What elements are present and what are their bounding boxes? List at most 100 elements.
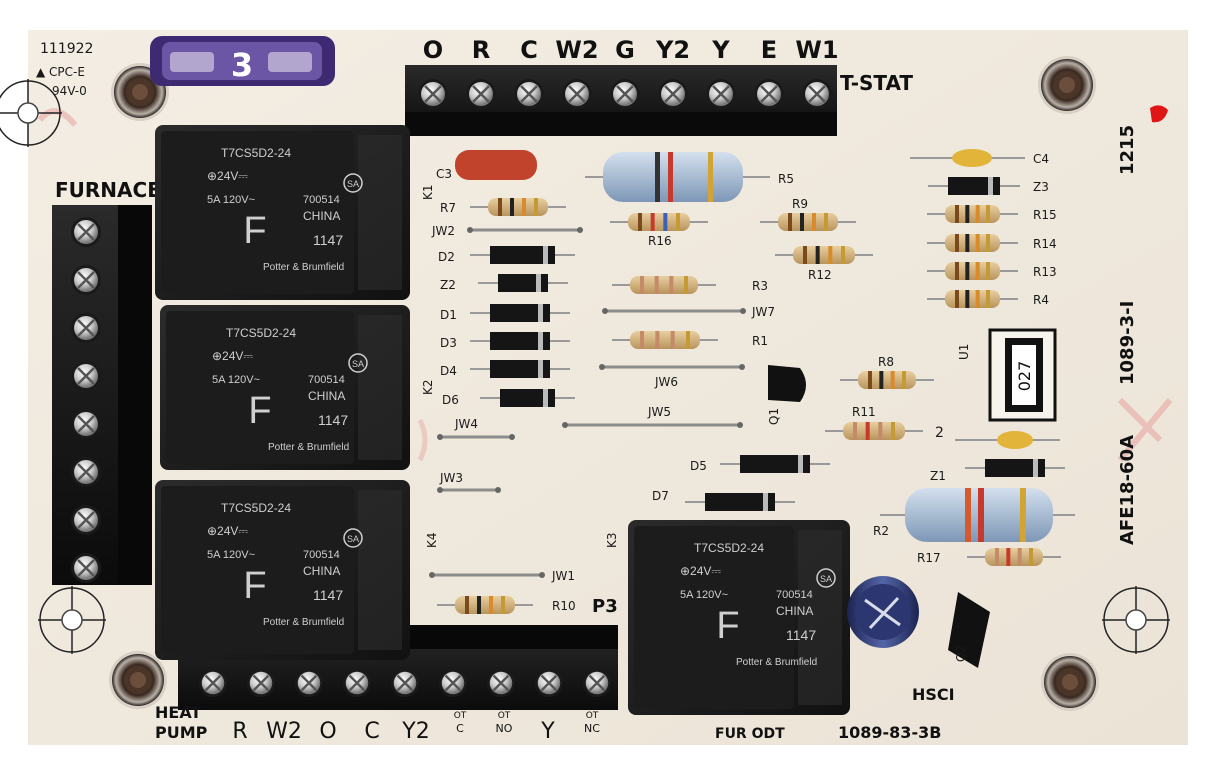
diode-d2: [470, 246, 575, 264]
heatpump-terminal-screw[interactable]: [246, 668, 276, 698]
fur-odt-label: FUR ODT: [715, 726, 785, 742]
fuse-rating: 3: [231, 46, 253, 84]
heatpump-terminal-screw[interactable]: [438, 668, 468, 698]
relay-contact-rating: 5A 120V~: [680, 589, 728, 601]
furnace-terminal-screw[interactable]: [70, 312, 102, 344]
furnace-terminal-screw[interactable]: [70, 264, 102, 296]
electrolytic-capacitor: [847, 576, 919, 648]
tstat-terminal-w2-screw[interactable]: [561, 78, 593, 110]
label-jw7: JW7: [751, 305, 775, 319]
label-q1: Q1: [767, 408, 781, 425]
heatpump-terminal-screw[interactable]: [294, 668, 324, 698]
label-jw6: JW6: [654, 375, 678, 389]
tstat-terminal-r-screw[interactable]: [465, 78, 497, 110]
cap-c2-label: 2: [935, 425, 944, 441]
label-jw4: JW4: [454, 417, 478, 431]
tstat-terminal-y-label: Y: [711, 36, 730, 64]
part-number: AFE18-60A: [1117, 435, 1138, 545]
label-r16: R16: [648, 234, 672, 248]
relay-contact-rating: 5A 120V~: [212, 374, 260, 386]
resistor-r8: [840, 371, 934, 389]
jumper-jw5: [562, 422, 743, 428]
tstat-terminal-e-screw[interactable]: [753, 78, 785, 110]
label-r7: R7: [440, 201, 456, 215]
resistor-r11: [825, 422, 923, 440]
resistor-r9: [760, 213, 856, 231]
resistor-r7: [470, 198, 566, 216]
furnace-terminal-block: [52, 205, 152, 585]
jumper-jw2: [467, 227, 583, 233]
label-d1: D1: [440, 308, 457, 322]
label-jw2: JW2: [431, 224, 455, 238]
heatpump-terminal-screw[interactable]: [582, 668, 612, 698]
heatpump-terminal-screw[interactable]: [342, 668, 372, 698]
label-z1: Z1: [930, 469, 946, 483]
tstat-terminal-g-screw[interactable]: [609, 78, 641, 110]
relay-code: 700514: [776, 589, 813, 601]
furnace-terminal-screw[interactable]: [70, 360, 102, 392]
relay-model: T7CS5D2-24: [694, 541, 764, 555]
tstat-terminal-y2-screw[interactable]: [657, 78, 689, 110]
relay-date: 1147: [313, 232, 343, 248]
tstat-terminal-g-label: G: [615, 36, 635, 64]
relay-model: T7CS5D2-24: [221, 501, 291, 515]
chip-u1: 027: [988, 328, 1057, 422]
resistor-r10: [437, 596, 533, 614]
relay-label-k1: K1: [421, 184, 435, 200]
p3-label: P3: [592, 596, 618, 617]
hsci-label: HSCI: [912, 685, 955, 704]
furnace-label: FURNACE: [55, 178, 161, 202]
furnace-terminal-screw[interactable]: [70, 552, 102, 584]
ul-mark: 111922: [40, 41, 93, 57]
tstat-terminal-o-screw[interactable]: [417, 78, 449, 110]
relay-origin: CHINA: [303, 209, 340, 223]
resistor-r4: [927, 290, 1018, 308]
label-r15: R15: [1033, 208, 1057, 222]
tstat-terminal-w1-screw[interactable]: [801, 78, 833, 110]
tstat-terminal-y-screw[interactable]: [705, 78, 737, 110]
resistor-r12: [775, 246, 873, 264]
relay-date: 1147: [318, 412, 348, 428]
jumper-jw1: [429, 572, 545, 578]
label-d3: D3: [440, 336, 457, 350]
label-z3: Z3: [1033, 180, 1049, 194]
tstat-terminal-c-screw[interactable]: [513, 78, 545, 110]
heatpump-terminal-label: NC: [584, 722, 600, 735]
furnace-terminal-screw[interactable]: [70, 408, 102, 440]
tstat-terminal-r-label: R: [472, 36, 490, 64]
mounting-hole-bottom-right: [1041, 653, 1099, 711]
relay-coil-rating: ⊕24V⎓: [207, 524, 248, 538]
label-r1: R1: [752, 334, 768, 348]
relay-label-k4: K4: [425, 532, 439, 548]
heatpump-terminal-top-label: OT: [498, 711, 511, 721]
furnace-terminal-screw[interactable]: [70, 456, 102, 488]
label-r9: R9: [792, 197, 808, 211]
heatpump-terminal-label: Y: [540, 719, 555, 744]
heatpump-terminal-screw[interactable]: [390, 668, 420, 698]
furnace-terminal-screw[interactable]: [70, 504, 102, 536]
tstat-terminal-c-label: C: [520, 36, 538, 64]
jumper-jw6: [599, 364, 745, 370]
label-r14: R14: [1033, 237, 1057, 251]
heatpump-terminal-label: R: [232, 719, 247, 744]
label-jw5: JW5: [647, 405, 671, 419]
label-r17: R17: [917, 551, 941, 565]
diode-d4: [470, 360, 570, 378]
relay-model: T7CS5D2-24: [221, 146, 291, 160]
tstat-terminal-w2-label: W2: [555, 36, 598, 64]
label-z2: Z2: [440, 278, 456, 292]
heatpump-terminal-screw[interactable]: [198, 668, 228, 698]
diode-d5: [720, 455, 830, 473]
relay-code: 700514: [308, 374, 345, 386]
relay-coil-rating: ⊕24V⎓: [207, 169, 248, 183]
label-r2: R2: [873, 524, 889, 538]
heatpump-terminal-screw[interactable]: [486, 668, 516, 698]
heatpump-terminal-screw[interactable]: [534, 668, 564, 698]
resistor-r14: [927, 234, 1018, 252]
label-r5: R5: [778, 172, 794, 186]
furnace-terminal-screw[interactable]: [70, 216, 102, 248]
label-q2: Q2: [954, 645, 968, 662]
fuse: 3: [150, 36, 335, 86]
